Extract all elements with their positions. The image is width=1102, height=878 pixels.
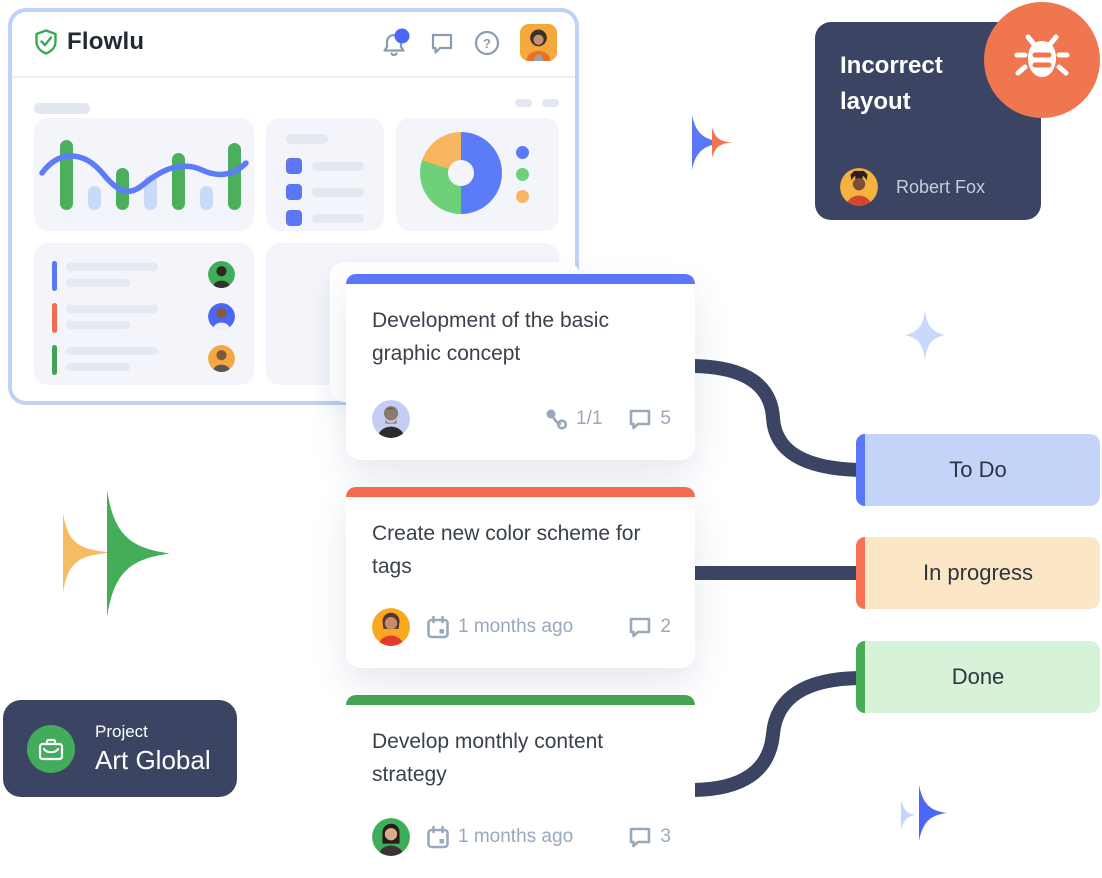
comment-count: 2 <box>660 616 671 637</box>
notification-dot <box>394 28 410 43</box>
project-name: Art Global <box>95 744 211 775</box>
task-title: Develop monthly content strategy <box>372 730 604 786</box>
subtask-link-icon <box>545 408 568 431</box>
toolbar-placeholder-2 <box>542 99 559 107</box>
svg-text:?: ? <box>483 36 491 51</box>
bug-icon <box>1014 34 1070 77</box>
due-date: 1 months ago <box>426 615 573 640</box>
bug-card-title: Incorrect layout <box>840 52 943 115</box>
reporter-avatar <box>840 168 878 206</box>
due-date: 1 months ago <box>426 825 573 850</box>
task-card-3[interactable]: Develop monthly content strategy 1 month… <box>346 695 695 878</box>
comment-icon <box>628 408 652 430</box>
sparkle-decoration <box>905 310 945 360</box>
assignee-list-widget <box>34 243 254 385</box>
comment-icon <box>628 826 652 848</box>
task-assignee-avatar <box>372 608 410 646</box>
logo-shield-icon <box>35 29 57 55</box>
comment-count: 5 <box>660 408 671 429</box>
comment-count: 3 <box>660 826 671 847</box>
status-todo[interactable]: To Do <box>856 434 1100 506</box>
connector-done <box>686 671 867 797</box>
app-header: Flowlu ? <box>12 12 575 76</box>
task-title: Development of the basic graphic concept <box>372 309 609 365</box>
status-label: Done <box>951 664 1005 689</box>
bug-badge <box>984 2 1100 118</box>
status-label: To Do <box>949 457 1007 482</box>
calendar-icon <box>426 825 450 850</box>
project-card[interactable]: Project Art Global <box>3 700 237 797</box>
arrow-decoration-left <box>63 490 170 617</box>
header-divider <box>12 76 575 78</box>
project-briefcase-badge <box>27 724 75 773</box>
assignee-avatar-2 <box>208 303 235 330</box>
status-label: In progress <box>922 560 1034 585</box>
reporter-name: Robert Fox <box>896 176 986 197</box>
donut-chart-widget <box>396 118 559 231</box>
task-assignee-avatar <box>372 818 410 856</box>
chat-icon[interactable] <box>430 31 454 55</box>
comment-counter[interactable]: 2 <box>628 616 671 638</box>
status-inprogress[interactable]: In progress <box>856 537 1100 609</box>
project-label: Project <box>95 721 148 741</box>
briefcase-icon <box>38 738 64 760</box>
subtask-count: 1/1 <box>576 408 603 429</box>
user-avatar[interactable] <box>520 24 557 61</box>
arrow-decoration-top <box>692 115 732 170</box>
donut-chart <box>420 132 502 214</box>
arrow-decoration-bottom <box>901 785 947 841</box>
status-done[interactable]: Done <box>856 641 1100 713</box>
date-text: 1 months ago <box>458 826 574 847</box>
bell-icon[interactable] <box>382 28 410 58</box>
task-card-2[interactable]: Create new color scheme for tags 1 month… <box>346 487 695 668</box>
flowlu-logo[interactable]: Flowlu <box>34 28 144 56</box>
list-widget <box>266 118 384 231</box>
comment-counter[interactable]: 5 <box>628 408 671 430</box>
date-text: 1 months ago <box>458 616 574 637</box>
assignee-avatar-3 <box>208 345 235 372</box>
connector-todo <box>688 359 867 477</box>
bug-report-card[interactable]: Incorrect layout Robert Fox <box>815 22 1041 220</box>
task-title: Create new color scheme for tags <box>372 522 641 578</box>
task-assignee-avatar <box>372 400 410 438</box>
trend-line <box>39 153 249 195</box>
bar-chart-widget <box>34 118 254 231</box>
content-title-placeholder <box>34 103 90 114</box>
toolbar-placeholder-1 <box>515 99 532 107</box>
help-icon[interactable]: ? <box>474 30 500 56</box>
assignee-avatar-1 <box>208 261 235 288</box>
calendar-icon <box>426 615 450 640</box>
comment-icon <box>628 616 652 638</box>
task-card-1[interactable]: Development of the basic graphic concept… <box>346 274 695 460</box>
subtask-counter[interactable]: 1/1 <box>545 408 602 431</box>
comment-counter[interactable]: 3 <box>628 826 671 848</box>
brand-name: Flowlu <box>67 28 145 55</box>
